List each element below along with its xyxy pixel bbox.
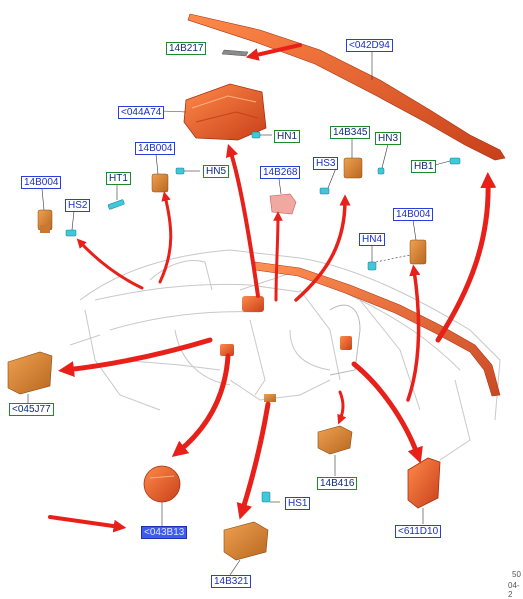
- vehicle-interior-outline: [69, 249, 501, 461]
- passenger-airbag-module: [183, 83, 267, 141]
- knee-airbag-14B268: [269, 193, 297, 215]
- callout-HN4[interactable]: HN4: [359, 233, 386, 246]
- callout-HB1[interactable]: HB1: [411, 160, 437, 173]
- corner-code-line2: 04-2: [508, 581, 520, 599]
- callout-044A74[interactable]: <044A74: [118, 106, 165, 119]
- connector-HB1: [449, 157, 461, 165]
- curtain-airbag-upper: [187, 13, 506, 161]
- sensor-module-14B416: [317, 425, 353, 455]
- callout-045J77[interactable]: <045J77: [9, 403, 54, 416]
- callout-14B004-right[interactable]: 14B004: [393, 208, 434, 221]
- leader-lines: [27, 52, 451, 576]
- corner-code-line1: 50: [512, 570, 521, 579]
- installed-control-module: [264, 394, 276, 402]
- callout-14B321[interactable]: 14B321: [211, 575, 252, 588]
- connector-HS1: [261, 491, 271, 503]
- sensor-14B004-left: [37, 209, 53, 233]
- callout-HT1[interactable]: HT1: [106, 172, 131, 185]
- restraint-module-045J77: [7, 351, 53, 395]
- curtain-airbag-side: [254, 261, 501, 397]
- callout-14B416[interactable]: 14B416: [317, 477, 358, 490]
- callout-HN5[interactable]: HN5: [203, 165, 230, 178]
- callout-HS1[interactable]: HS1: [285, 497, 311, 510]
- connector-HS3: [319, 187, 330, 195]
- driver-airbag-module: [143, 465, 181, 503]
- connector-HN3: [377, 167, 385, 175]
- callout-611D10[interactable]: <611D10: [395, 525, 442, 538]
- installed-driver-module: [220, 344, 234, 356]
- control-module-14B321: [223, 521, 269, 561]
- red-arrows: [48, 43, 497, 533]
- airbag-bracket: [221, 49, 249, 57]
- connector-HN5: [175, 167, 185, 175]
- installed-passenger-module: [242, 296, 264, 312]
- sensor-14B345: [343, 157, 363, 179]
- connector-HS2: [65, 229, 77, 237]
- callout-042D94[interactable]: <042D94: [346, 39, 393, 52]
- callout-HS2[interactable]: HS2: [65, 199, 91, 212]
- sensor-14B004-right: [409, 239, 427, 265]
- callout-043B13-selected[interactable]: <043B13: [141, 526, 188, 539]
- sensor-14B004-center: [151, 173, 169, 193]
- connector-HN4: [367, 261, 377, 271]
- callout-14B004-center[interactable]: 14B004: [135, 142, 176, 155]
- connector-HT1: [107, 199, 125, 210]
- callout-HS3[interactable]: HS3: [313, 157, 339, 170]
- seat-airbag-611D10: [407, 457, 441, 509]
- callout-14B217[interactable]: 14B217: [166, 42, 207, 55]
- callout-14B004-left[interactable]: 14B004: [21, 176, 62, 189]
- callout-14B268[interactable]: 14B268: [260, 166, 301, 179]
- callout-HN3[interactable]: HN3: [375, 132, 402, 145]
- installed-seat-module: [340, 336, 352, 350]
- callout-14B345[interactable]: 14B345: [330, 126, 371, 139]
- callout-HN1[interactable]: HN1: [274, 130, 301, 143]
- connector-HN1: [251, 131, 261, 139]
